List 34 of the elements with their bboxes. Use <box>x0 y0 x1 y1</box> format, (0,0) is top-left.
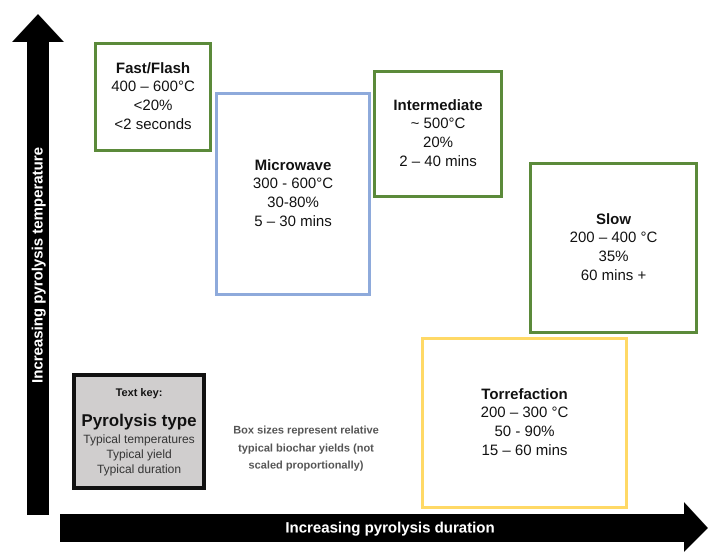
box-heading: Microwave <box>254 156 332 176</box>
pyrolysis-type-box <box>94 42 212 152</box>
key-yield-text: Typical yield <box>106 446 172 462</box>
key-heading: Pyrolysis type <box>81 410 197 432</box>
key-duration-text: Typical duration <box>96 462 182 476</box>
temperature-text: 200 – 300 °C <box>480 404 568 423</box>
box-heading: Fast/Flash <box>116 60 190 78</box>
text-key-box <box>72 373 206 490</box>
temperature-text: 400 – 600°C <box>111 78 195 97</box>
yield-text: 35% <box>598 248 629 267</box>
axis-title: Increasing pyrolysis duration <box>285 520 495 536</box>
temperature-text: 300 - 600°C <box>252 175 334 194</box>
note-text: Box sizes represent relative typical biochar yields (not scaled proportionally) <box>232 424 380 474</box>
box-heading: Torrefaction <box>481 386 568 404</box>
pyrolysis-type-box <box>421 337 628 509</box>
duration-text: 60 mins + <box>580 266 646 286</box>
yield-text: 20% <box>422 134 454 153</box>
temperature-text: ~ 500°C <box>410 115 466 134</box>
yield-text: <20% <box>134 97 172 116</box>
box-heading: Intermediate <box>393 96 483 116</box>
duration-text: <2 seconds <box>114 116 192 134</box>
box-heading: Slow <box>596 210 631 230</box>
key-temperature-text: Typical temperatures <box>83 432 195 446</box>
yield-text: 50 - 90% <box>494 423 555 442</box>
duration-text: 5 – 30 mins <box>254 212 332 232</box>
pyrolysis-type-box <box>373 70 503 198</box>
pyrolysis-type-box <box>529 162 698 334</box>
duration-text: 2 – 40 mins <box>399 152 477 172</box>
yield-text: 30-80% <box>267 194 319 213</box>
duration-text: 15 – 60 mins <box>482 442 568 460</box>
axis-title: Increasing pyrolysis temperature <box>30 147 46 383</box>
pyrolysis-type-box <box>215 92 371 296</box>
temperature-text: 200 – 400 °C <box>570 229 658 248</box>
key-title: Text key: <box>116 386 162 400</box>
